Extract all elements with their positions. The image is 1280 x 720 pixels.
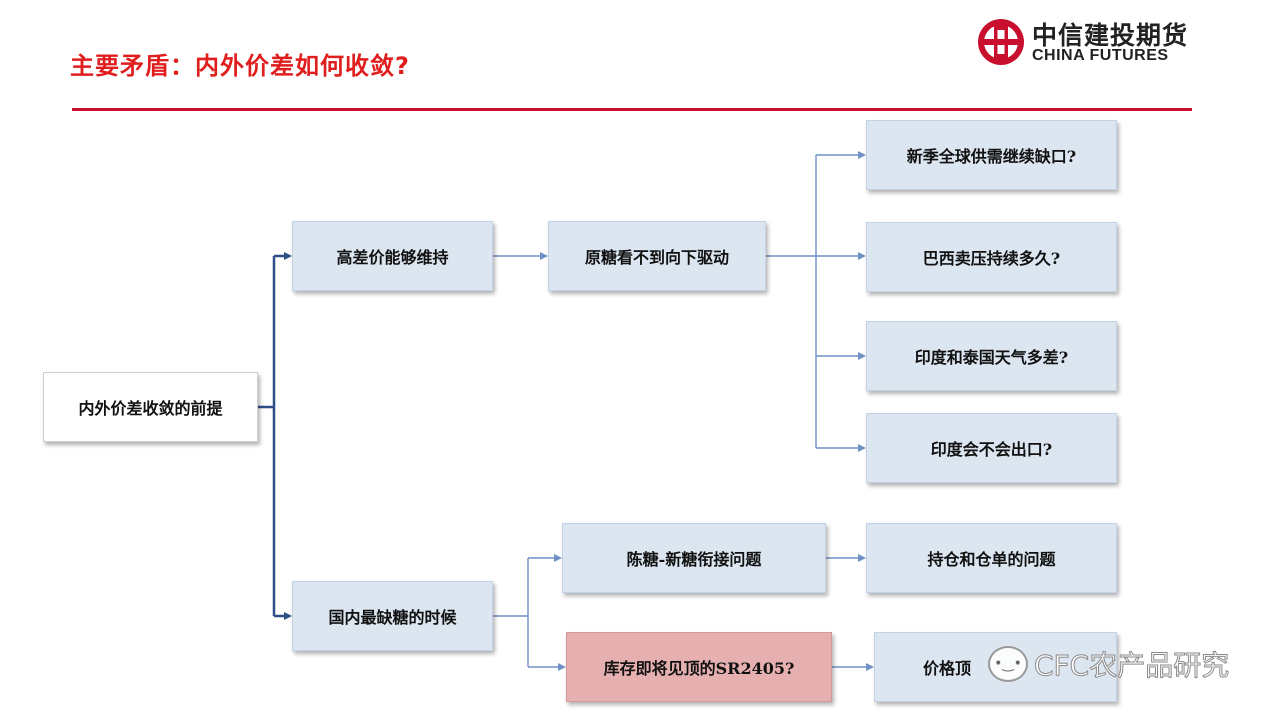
watermark-text: CFC农产品研究 <box>1033 649 1230 683</box>
node-old-new-sugar-label: 陈糖-新糖衔接问题 <box>626 550 762 569</box>
logo-english-name: CHINA FUTURES <box>1032 47 1169 64</box>
node-positions-warrants: 持仓和仓单的问题 <box>866 523 1117 593</box>
node-brazil-selling: 巴西卖压持续多久? <box>866 222 1117 292</box>
node-root: 内外价差收敛的前提 <box>43 372 258 442</box>
page-title: 主要矛盾：内外价差如何收敛? <box>70 52 410 80</box>
node-raw-sugar: 原糖看不到向下驱动 <box>548 221 766 291</box>
citic-emblem-icon <box>978 19 1024 65</box>
node-global-supply: 新季全球供需继续缺口? <box>866 120 1117 190</box>
node-global-supply-label: 新季全球供需继续缺口? <box>906 147 1077 166</box>
node-inventory-peak: 库存即将见顶的SR2405? <box>566 632 832 702</box>
node-positions-warrants-label: 持仓和仓单的问题 <box>927 550 1056 569</box>
watermark: •‿• CFC农产品研究 <box>988 642 1230 686</box>
node-india-thai-weather: 印度和泰国天气多差? <box>866 321 1117 391</box>
node-old-new-sugar: 陈糖-新糖衔接问题 <box>562 523 826 593</box>
node-india-export-label: 印度会不会出口? <box>930 440 1053 459</box>
node-raw-sugar-label: 原糖看不到向下驱动 <box>584 248 729 267</box>
wechat-icon: •‿• <box>988 646 1028 682</box>
logo-chinese-name: 中信建投期货 <box>1032 21 1189 50</box>
node-high-spread-label: 高差价能够维持 <box>336 248 449 267</box>
node-india-export: 印度会不会出口? <box>866 413 1117 483</box>
root-connector <box>258 252 292 620</box>
node-india-thai-weather-label: 印度和泰国天气多差? <box>914 348 1069 367</box>
node-domestic-shortage-label: 国内最缺糖的时候 <box>328 608 457 627</box>
node-domestic-shortage: 国内最缺糖的时候 <box>292 581 493 651</box>
lower-branch-connector <box>493 554 874 671</box>
company-logo: 中信建投期货 CHINA FUTURES <box>976 14 1196 70</box>
upper-branch-connector <box>493 151 866 452</box>
title-divider <box>72 108 1192 111</box>
node-root-label: 内外价差收敛的前提 <box>78 399 223 418</box>
node-brazil-selling-label: 巴西卖压持续多久? <box>922 249 1061 268</box>
node-inventory-peak-label: 库存即将见顶的SR2405? <box>603 659 795 678</box>
node-high-spread: 高差价能够维持 <box>292 221 493 291</box>
node-price-top-label: 价格顶 <box>923 659 972 678</box>
